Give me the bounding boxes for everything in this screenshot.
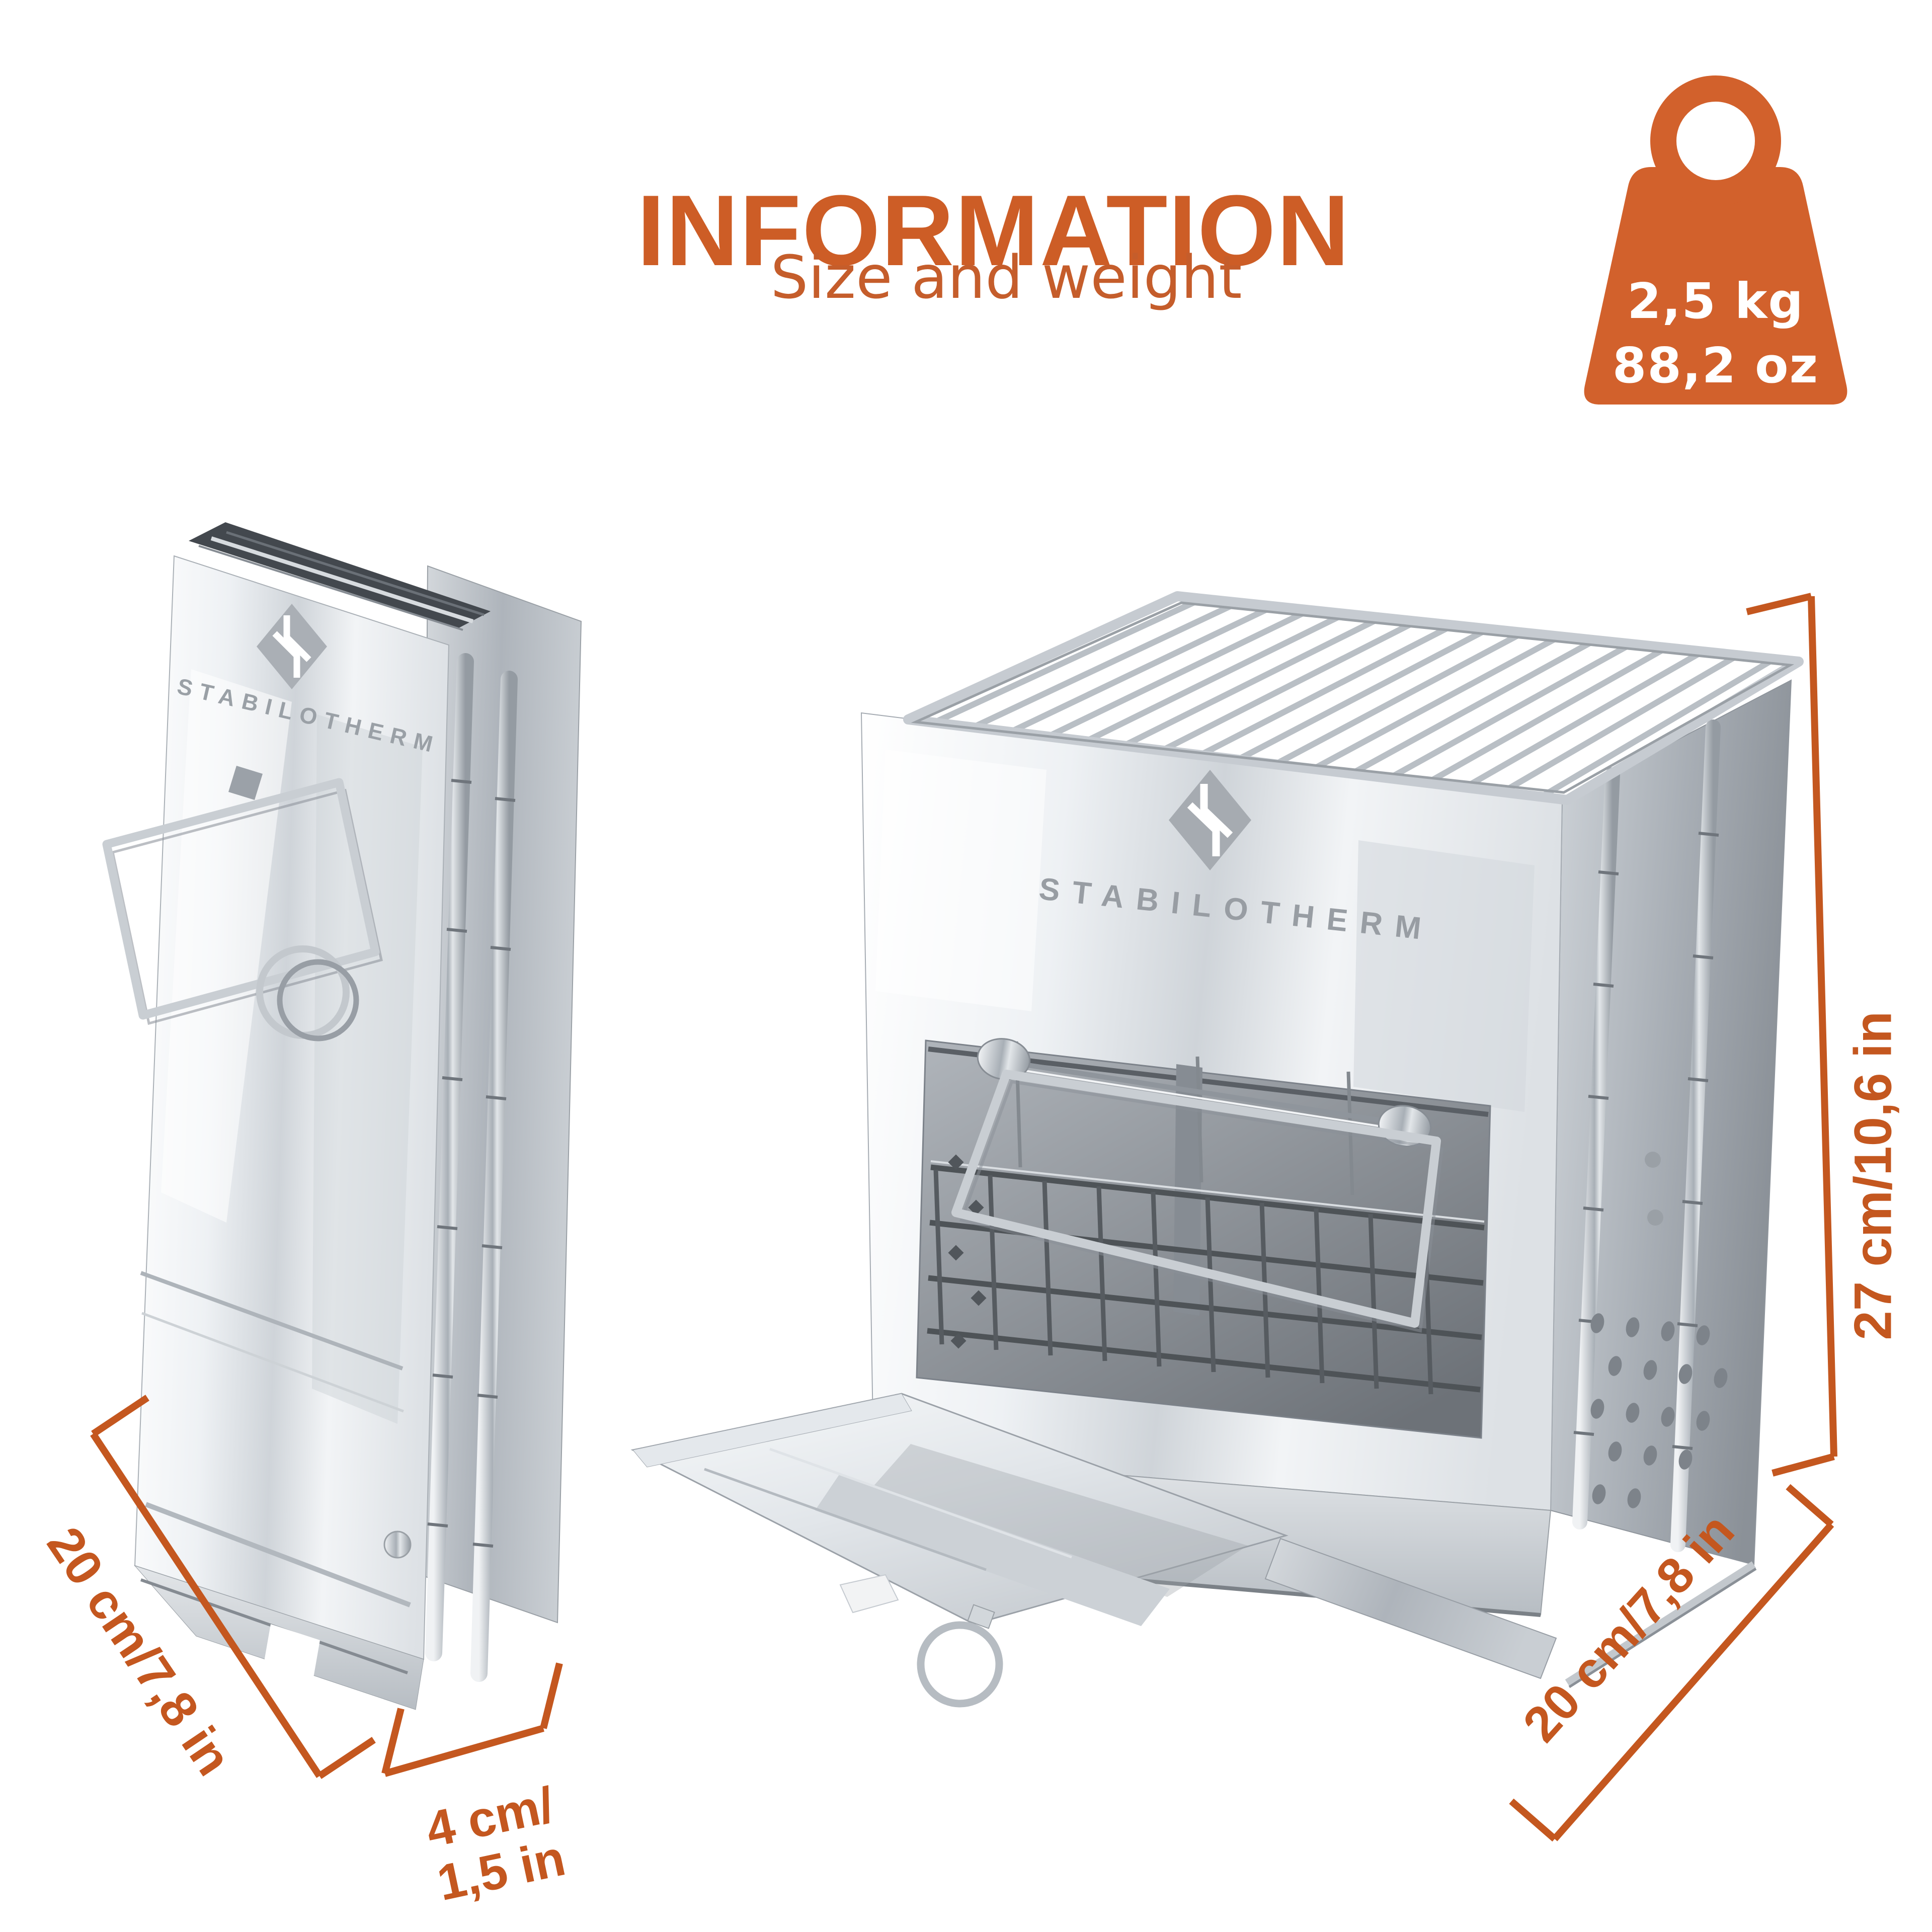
interior-perforations: [948, 1154, 987, 1349]
firebox-interior: [916, 1039, 1491, 1439]
page-subtitle: Size and weight: [770, 243, 1242, 312]
fire-grate: [927, 1160, 1485, 1395]
folded-thickness-label: 4 cm/ 1,5 in: [386, 1770, 605, 1918]
key-rings: [256, 945, 359, 1041]
assembled-height-label: 27 cm/10,6 in: [1843, 1011, 1903, 1340]
carry-handle: [102, 766, 383, 1025]
page-title: INFORMATION: [636, 175, 1351, 287]
folded-stove-image: STABILOTHERM: [102, 522, 582, 1710]
door-latch-tab: [839, 1574, 899, 1614]
weight-icon: 2,5 kg 88,2 oz: [1584, 75, 1847, 405]
brand-logo-icon: [257, 604, 327, 689]
front-handle: [951, 1038, 1444, 1333]
grill-grate: [903, 591, 1804, 805]
assembled-stove-image: STABILOTHERM: [630, 591, 1804, 1708]
weight-kg-label: 2,5 kg: [1627, 273, 1804, 330]
hinge-column: [425, 653, 518, 1682]
open-door-tray: [630, 1393, 1289, 1626]
brand-logo-icon: [1169, 770, 1251, 870]
door-ring-pull: [917, 1604, 1003, 1708]
rivet: [383, 1531, 412, 1559]
weight-oz-label: 88,2 oz: [1613, 337, 1819, 394]
vent-perforations: [1590, 1152, 1728, 1508]
weight-body-shape: [1584, 167, 1847, 405]
damper-plate: [1264, 1538, 1557, 1679]
weight-handle-ring: [1650, 75, 1781, 206]
